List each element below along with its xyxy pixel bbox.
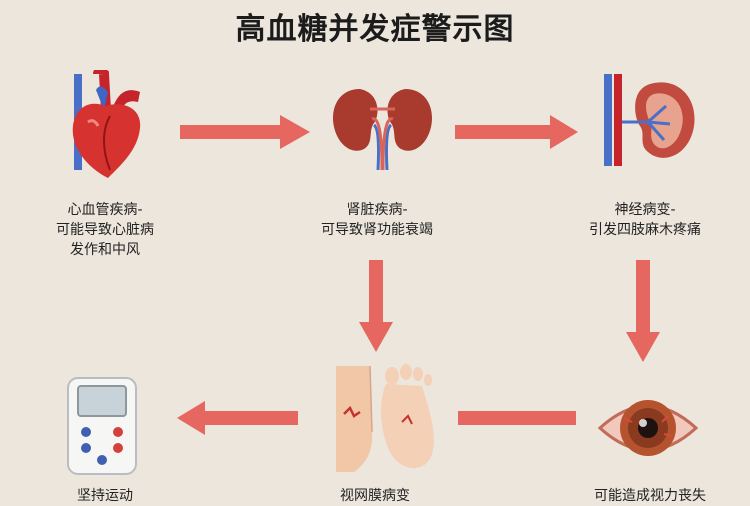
- page-title: 高血糖并发症警示图: [235, 12, 515, 47]
- kidney-cross-section-icon: [604, 74, 695, 166]
- arrow-left-2: [177, 401, 298, 435]
- caption-exercise: 坚持运动: [77, 488, 133, 504]
- arrow-down-1: [359, 260, 393, 352]
- caption-neuropathy: 神经病变- 引发四肢麻木疼痛: [589, 202, 701, 238]
- arrow-down-2: [626, 260, 660, 362]
- caption-cardiovascular: 心血管疾病- 可能导致心脏病 发作和中风: [56, 202, 154, 258]
- kidney-icon: [333, 89, 432, 170]
- caption-kidney: 肾脏疾病- 可导致肾功能衰竭: [321, 202, 433, 238]
- arrow-right-2: [455, 115, 578, 149]
- arrow-right-1: [180, 115, 310, 149]
- eye-icon: [598, 400, 698, 456]
- heart-icon: [72, 70, 141, 178]
- glucose-meter-icon: [67, 377, 137, 475]
- caption-retinopathy: 视网膜病变: [340, 488, 410, 504]
- feet-icon: [336, 364, 434, 472]
- caption-vision-loss: 可能造成视力丧失: [594, 488, 706, 504]
- arrow-left-1: [458, 411, 576, 425]
